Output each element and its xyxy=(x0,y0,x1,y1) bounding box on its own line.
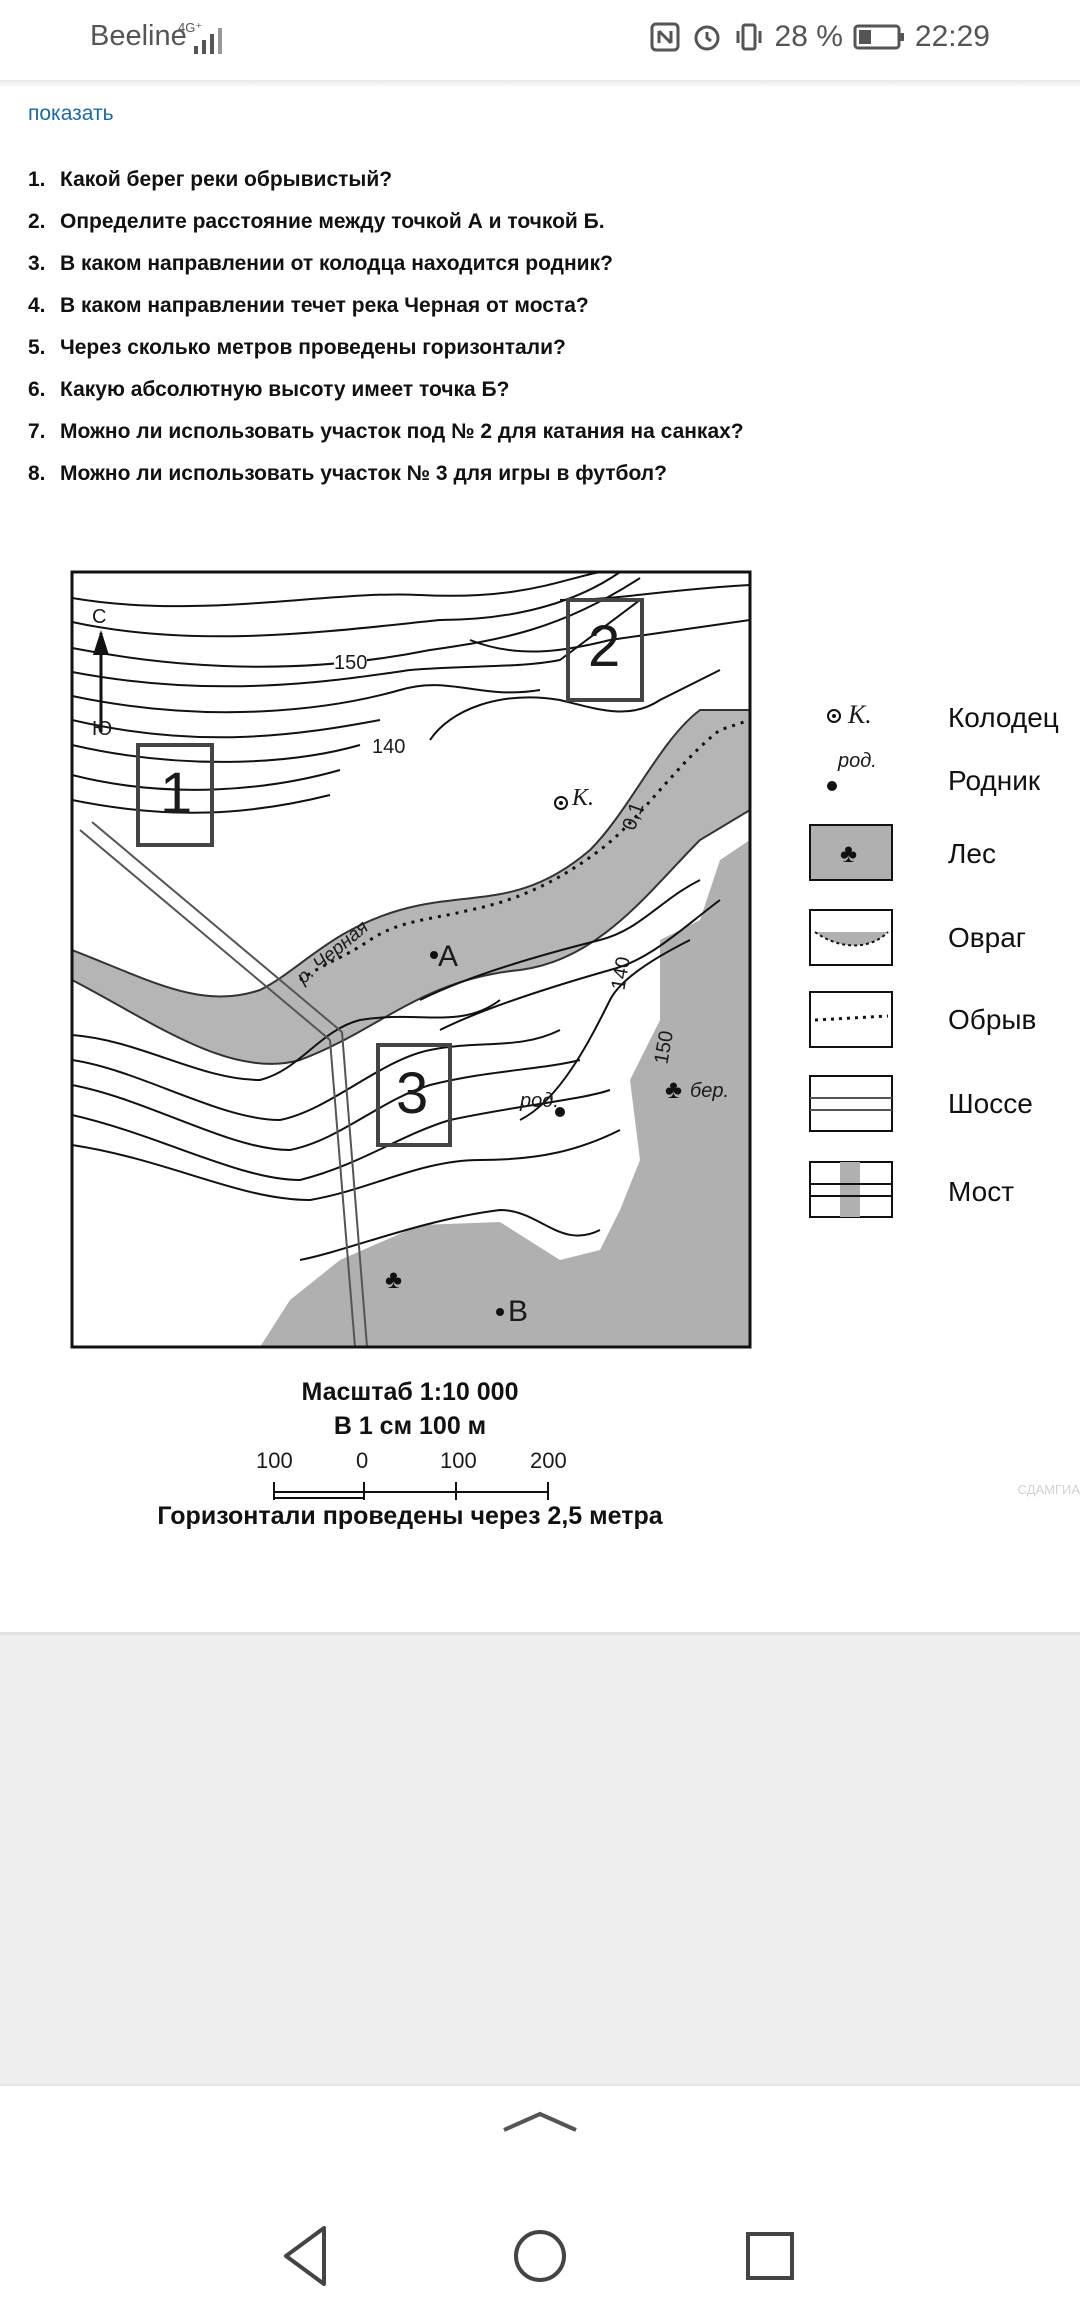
question-number: 3. xyxy=(28,252,46,275)
scale-tick-label: 200 xyxy=(530,1448,567,1473)
question-item: 2. Определите расстояние между точкой А и… xyxy=(28,210,744,252)
carrier-name: Beeline xyxy=(90,20,187,52)
legend-label-highway: Шоссе xyxy=(948,1088,1033,1119)
svg-text:♣: ♣ xyxy=(840,838,857,868)
home-icon[interactable] xyxy=(500,2216,580,2296)
ravine-icon xyxy=(809,909,893,966)
topographic-figure: ♣ ♣ ♣ С Ю 150 140 140 150 0,1 р. Черная … xyxy=(0,560,1080,1560)
scale-bar xyxy=(273,1482,549,1500)
scale-tick-label: 100 xyxy=(256,1448,293,1473)
question-text: В каком направлении от колодца находится… xyxy=(60,252,613,275)
question-number: 5. xyxy=(28,336,46,359)
river-chernaya xyxy=(72,709,750,1065)
question-number: 6. xyxy=(28,378,46,401)
question-item: 4. В каком направлении течет река Черная … xyxy=(28,294,744,336)
north-label: С xyxy=(92,606,107,628)
scale-title: Масштаб 1:10 000 xyxy=(301,1378,519,1406)
question-text: Определите расстояние между точкой А и т… xyxy=(60,210,605,233)
well-label: К. xyxy=(572,785,594,811)
question-item: 6. Какую абсолютную высоту имеет точка Б? xyxy=(28,378,744,420)
scale-subtitle: В 1 см 100 м xyxy=(333,1412,487,1440)
alarm-icon xyxy=(694,25,720,51)
swipe-up-handle-icon[interactable] xyxy=(500,2106,580,2136)
plot-3-label: 3 xyxy=(396,1061,429,1126)
question-item: 3. В каком направлении от колодца находит… xyxy=(28,252,744,294)
question-number: 1. xyxy=(28,168,46,191)
question-text: Можно ли использовать участок № 3 для иг… xyxy=(60,462,667,485)
plot-3 xyxy=(376,1043,452,1147)
question-text: Можно ли использовать участок под № 2 дл… xyxy=(60,420,744,443)
status-bar-shadow xyxy=(0,80,1080,88)
well-icon xyxy=(827,709,841,723)
spring-label: род. xyxy=(520,1090,559,1112)
svg-text:♣: ♣ xyxy=(385,1264,402,1294)
legend-label-cliff: Обрыв xyxy=(948,1004,1037,1035)
battery-icon xyxy=(853,24,904,50)
question-item: 5. Через сколько метров проведены горизон… xyxy=(28,336,744,378)
plot-2 xyxy=(566,598,644,702)
question-text: Через сколько метров проведены горизонта… xyxy=(60,336,566,359)
topographic-map: ♣ ♣ ♣ xyxy=(70,570,893,1500)
spring-icon xyxy=(827,781,837,791)
point-b-label: В xyxy=(508,1295,529,1328)
plot-1 xyxy=(136,743,214,847)
plot-1-label: 1 xyxy=(160,761,193,826)
contour-interval-caption: Горизонтали проведены через 2,5 метра xyxy=(157,1502,663,1530)
contour-label-140: 140 xyxy=(372,736,406,759)
question-text: В каком направлении течет река Черная от… xyxy=(60,294,589,317)
point-a-label: А xyxy=(438,940,459,973)
battery-percent: 28 % xyxy=(774,20,843,53)
forest-icon: ♣ xyxy=(809,824,893,881)
back-icon[interactable] xyxy=(268,2216,348,2296)
navigation-bar xyxy=(0,2084,1080,2314)
legend-symbol-spring: род. xyxy=(838,750,877,772)
watermark: СДАМГИА xyxy=(1017,1482,1080,1497)
south-label: Ю xyxy=(92,718,113,740)
scale-tick-label: 100 xyxy=(440,1448,477,1473)
bridge-icon xyxy=(809,1161,893,1218)
nfc-icon xyxy=(650,22,680,52)
legend-label-forest: Лес xyxy=(948,838,996,869)
question-item: 7. Можно ли использовать участок под № 2 … xyxy=(28,420,744,462)
question-list: 1. Какой берег реки обрывистый? 2. Определ… xyxy=(28,168,744,504)
legend-label-ravine: Овраг xyxy=(948,922,1027,953)
highway-icon xyxy=(809,1075,893,1132)
status-bar: Beeline 4G⁺ 28 % 22:29 xyxy=(0,0,1080,80)
recents-icon[interactable] xyxy=(730,2216,810,2296)
forest-area xyxy=(260,840,750,1347)
legend-label-spring: Родник xyxy=(948,765,1041,796)
question-number: 8. xyxy=(28,462,46,485)
plot-2-label: 2 xyxy=(588,614,621,679)
clock: 22:29 xyxy=(914,20,990,53)
question-item: 1. Какой берег реки обрывистый? xyxy=(28,168,744,210)
question-number: 7. xyxy=(28,420,46,443)
svg-text:♣: ♣ xyxy=(665,1074,682,1104)
signal-icon xyxy=(194,28,222,54)
question-text: Какой берег реки обрывистый? xyxy=(60,168,393,191)
question-number: 4. xyxy=(28,294,46,317)
legend-label-bridge: Мост xyxy=(948,1176,1015,1207)
empty-content-area xyxy=(0,1632,1080,2087)
legend-symbol-well: К. xyxy=(848,700,872,729)
forest-type-label: бер. xyxy=(690,1080,730,1102)
scale-tick-label: 0 xyxy=(356,1448,369,1473)
legend-label-well: Колодец xyxy=(948,702,1059,733)
cliff-icon xyxy=(809,991,893,1048)
show-link[interactable]: показать xyxy=(28,102,114,125)
vibrate-icon xyxy=(736,23,762,51)
question-number: 2. xyxy=(28,210,46,233)
question-item: 8. Можно ли использовать участок № 3 для … xyxy=(28,462,744,504)
network-type: 4G⁺ xyxy=(178,20,203,35)
question-text: Какую абсолютную высоту имеет точка Б? xyxy=(60,378,510,401)
contour-label-150: 150 xyxy=(334,652,368,675)
